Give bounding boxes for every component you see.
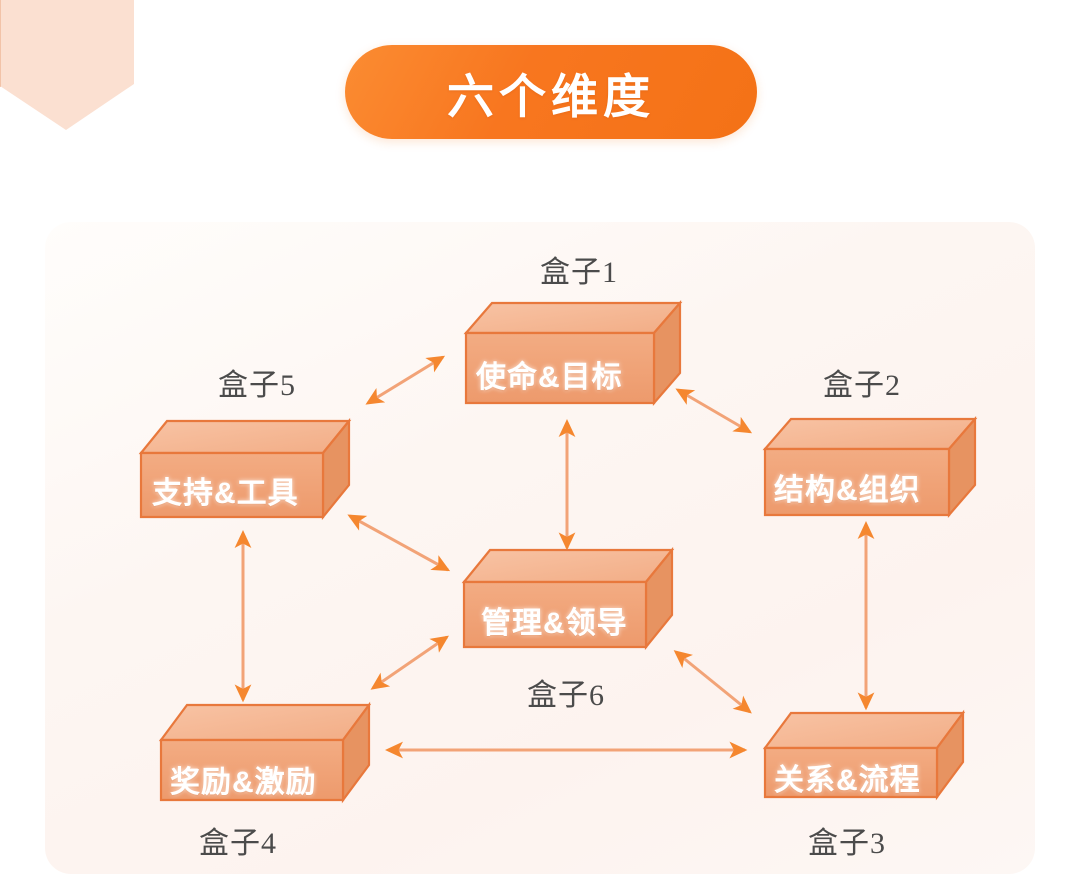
connector-box5-box6: [347, 514, 451, 572]
box6-caption: 盒子6: [527, 679, 605, 712]
corner-decoration-cube: [0, 0, 134, 130]
diagram-box-box5[interactable]: [138, 417, 352, 521]
connector-box5-box1: [365, 355, 446, 405]
diagram-box-box3[interactable]: [762, 709, 966, 801]
diagram-box-box1[interactable]: [463, 300, 683, 406]
box3-caption: 盒子3: [808, 827, 886, 860]
connector-box4-box6: [370, 635, 449, 690]
box1-front-face: [464, 331, 656, 405]
page-title: 六个维度: [447, 69, 655, 123]
box4-front-face: [159, 738, 345, 802]
box1-label: 使命&目标: [476, 361, 623, 394]
connector-box6-box3: [673, 650, 752, 714]
diagram-box-box4[interactable]: [158, 701, 372, 804]
corner-cube-front-face: [0, 0, 134, 130]
box4-top-face: [158, 703, 372, 742]
box5-front-face: [139, 451, 325, 519]
box5-label: 支持&工具: [152, 477, 299, 510]
box3-label: 关系&流程: [774, 764, 921, 797]
box1-caption: 盒子1: [540, 256, 618, 289]
box4-label: 奖励&激励: [170, 766, 317, 799]
box3-front-face: [763, 746, 939, 799]
box4-caption: 盒子4: [199, 827, 277, 860]
diagram-box-box6[interactable]: [461, 546, 675, 651]
box6-front-face: [462, 580, 648, 649]
connector-box1-box2: [675, 388, 753, 434]
box2-caption: 盒子2: [823, 369, 901, 402]
box5-caption: 盒子5: [218, 369, 296, 402]
box3-top-face: [762, 711, 966, 750]
box2-label: 结构&组织: [774, 474, 921, 507]
page-title-badge: 六个维度: [345, 45, 757, 139]
box5-top-face: [138, 419, 352, 455]
diagram-box-box2[interactable]: [762, 416, 978, 518]
box6-label: 管理&领导: [481, 607, 628, 640]
box6-top-face: [461, 548, 675, 584]
box2-front-face: [763, 447, 951, 517]
box2-top-face: [762, 417, 978, 451]
box1-top-face: [463, 301, 683, 335]
